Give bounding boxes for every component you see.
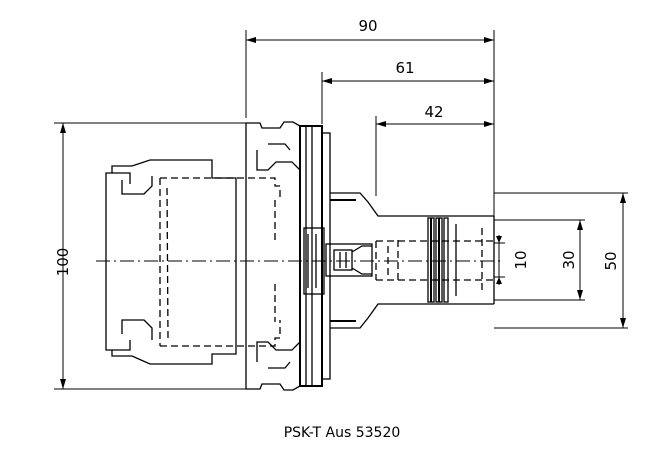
dim-50-label: 50	[602, 251, 620, 270]
dimension-10: 10	[494, 235, 530, 285]
dimension-90: 90	[245, 17, 495, 250]
dimension-61: 61	[321, 59, 494, 124]
dimension-50: 50	[494, 192, 628, 329]
dimension-42: 42	[375, 103, 494, 196]
dimension-30: 30	[494, 219, 585, 301]
dim-100-label: 100	[54, 248, 72, 277]
dim-90-label: 90	[358, 17, 377, 35]
dim-10-label: 10	[512, 250, 530, 269]
part-caption: PSK-T Aus 53520	[284, 425, 401, 441]
dimension-100: 100	[54, 122, 250, 390]
flange	[299, 125, 331, 387]
dim-61-label: 61	[395, 59, 414, 77]
dim-30-label: 30	[560, 250, 578, 269]
taper-shank	[105, 121, 301, 391]
chuck-nose	[325, 192, 495, 329]
dim-42-label: 42	[424, 103, 443, 121]
